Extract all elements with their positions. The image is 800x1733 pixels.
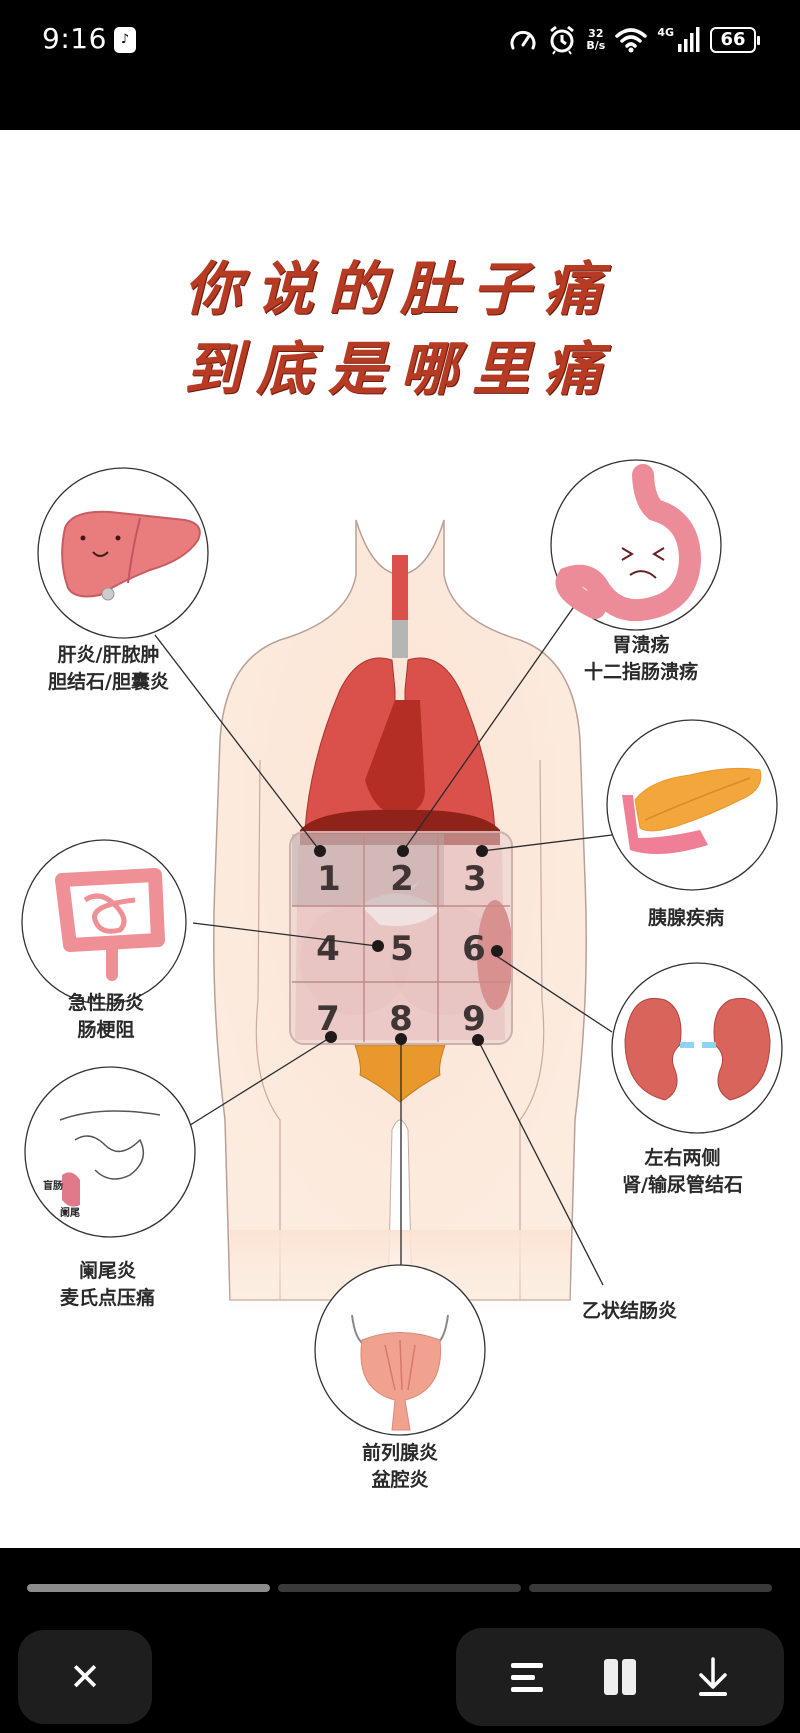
intestine-label: 急性肠炎 肠梗阻 <box>68 990 144 1044</box>
net-speed-unit: B/s <box>586 39 606 52</box>
signal-icon <box>678 27 700 52</box>
kidneys-icon <box>624 998 771 1101</box>
playback-controls <box>456 1628 784 1726</box>
net-speed-value: 32 <box>588 27 604 40</box>
infographic-title-line1: 你说的肚子痛 <box>183 255 616 323</box>
appendix-inner-label: 阑尾 <box>60 1206 80 1219</box>
image-viewer[interactable]: 1 2 3 4 5 6 7 8 9 <box>0 130 800 1548</box>
liver-label-line1: 肝炎/肝脓肿 <box>57 644 160 666</box>
intestine-label-line2: 肠梗阻 <box>77 1019 135 1041</box>
region-4: 4 <box>316 929 340 969</box>
wifi-icon <box>615 28 648 53</box>
download-icon <box>699 1657 728 1696</box>
leader-lines <box>154 604 613 1286</box>
close-icon: ✕ <box>69 1655 101 1699</box>
kidney-label-line1: 左右两侧 <box>644 1147 721 1169</box>
prostate-label-line1: 前列腺炎 <box>362 1442 439 1464</box>
stomach-label-line1: 胃溃疡 <box>612 634 670 656</box>
pause-button[interactable] <box>590 1647 650 1707</box>
liver-label-line2: 胆结石/胆囊炎 <box>48 671 169 693</box>
speedometer-icon <box>510 30 536 50</box>
status-time: 9:16 <box>42 22 107 55</box>
intestine-icon <box>55 868 165 981</box>
stomach-label: 胃溃疡 十二指肠溃疡 <box>584 632 698 686</box>
network-speed: 32 B/s <box>586 28 605 52</box>
region-7: 7 <box>316 999 340 1039</box>
progress-segment-3[interactable] <box>529 1584 772 1592</box>
pancreas-label-line1: 胰腺疾病 <box>648 907 725 929</box>
prostate-label-line2: 盆腔炎 <box>371 1469 429 1491</box>
stomach-label-line2: 十二指肠溃疡 <box>584 661 699 683</box>
progress-segment-2[interactable] <box>278 1584 521 1592</box>
close-button[interactable]: ✕ <box>18 1630 152 1724</box>
kidney-label-line2: 肾/输尿管结石 <box>622 1174 743 1196</box>
lungs <box>304 657 496 831</box>
status-icons: 32 B/s 4G 66 <box>508 22 760 58</box>
region-3: 3 <box>463 859 487 899</box>
sigmoid-label: 乙状结肠炎 <box>582 1298 677 1325</box>
liver-label: 肝炎/肝脓肿 胆结石/胆囊炎 <box>48 642 169 696</box>
region-dots <box>314 845 503 1046</box>
cecum-label: 盲肠 <box>43 1179 63 1192</box>
region-9: 9 <box>462 999 486 1039</box>
prostate-label: 前列腺炎 盆腔炎 <box>362 1440 438 1494</box>
appendix-label: 阑尾炎 麦氏点压痛 <box>60 1258 155 1312</box>
region-2: 2 <box>390 859 414 899</box>
download-button[interactable] <box>683 1647 743 1707</box>
bottom-bar: ✕ <box>0 1548 800 1733</box>
region-1: 1 <box>317 859 341 899</box>
battery-indicator: 66 <box>710 27 760 53</box>
network-type: 4G <box>657 25 674 39</box>
appendix-label-line2: 麦氏点压痛 <box>60 1287 156 1309</box>
alarm-icon <box>550 25 575 55</box>
tiktok-icon: ♪ <box>114 27 136 53</box>
pancreas-icon <box>622 767 762 854</box>
intestine-label-line1: 急性肠炎 <box>68 992 145 1014</box>
liver-icon <box>61 510 201 601</box>
appendix-icon: 盲肠 阑尾 <box>43 1110 161 1219</box>
abdominal-pain-diagram: 1 2 3 4 5 6 7 8 9 <box>21 459 783 1436</box>
infographic-title-line2: 到底是哪里痛 <box>183 335 616 403</box>
prostate-icon <box>351 1314 449 1431</box>
region-5: 5 <box>390 929 414 969</box>
stomach-icon <box>555 464 702 622</box>
list-button[interactable] <box>497 1647 557 1707</box>
progress-segment-1[interactable] <box>27 1584 270 1592</box>
list-icon <box>510 1663 543 1692</box>
region-6: 6 <box>462 929 486 969</box>
appendix-circle <box>24 1066 196 1238</box>
sigmoid-label-line1: 乙状结肠炎 <box>582 1300 678 1322</box>
kidney-label: 左右两侧 肾/输尿管结石 <box>622 1145 743 1199</box>
status-bar: 9:16 ♪ 32 B/s 4G 66 <box>0 0 800 130</box>
region-8: 8 <box>389 999 413 1039</box>
pause-icon <box>603 1659 636 1695</box>
pancreas-label: 胰腺疾病 <box>648 905 724 932</box>
appendix-label-line1: 阑尾炎 <box>79 1260 137 1282</box>
